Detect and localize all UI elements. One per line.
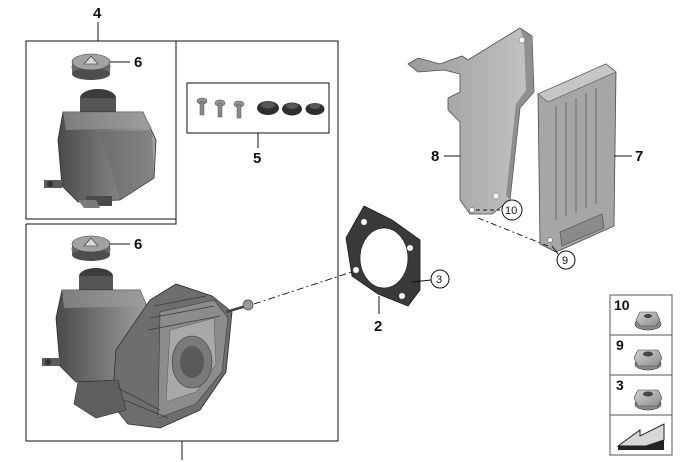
fastener-key: 10 9 3	[609, 294, 673, 456]
brake-booster	[73, 283, 254, 429]
assembly-line-rod	[253, 265, 371, 305]
callout-10[interactable]: 10	[505, 205, 517, 217]
callout-4[interactable]: 4	[93, 5, 102, 22]
module-fins	[555, 88, 597, 220]
callout-6b[interactable]: 6	[134, 236, 142, 253]
callout-9[interactable]: 9	[562, 255, 568, 267]
flange-nut-icon	[634, 311, 662, 331]
assembly-line-bracket	[477, 217, 549, 247]
callout-3-leader	[411, 279, 432, 283]
group-4-reservoir: 4 6	[25, 5, 177, 220]
grommet-1	[257, 101, 279, 115]
collar-nut-icon	[633, 389, 663, 411]
key-row-9[interactable]: 9	[609, 334, 673, 376]
hex-nut-icon	[633, 349, 663, 371]
screw-1	[196, 97, 208, 116]
group-5-fasteners: 5	[186, 82, 330, 167]
bracket	[407, 27, 535, 215]
grommet-3	[305, 103, 325, 115]
screw-2	[214, 99, 226, 118]
main-assembly-frame	[25, 40, 339, 442]
key-row-3[interactable]: 3	[609, 374, 673, 416]
reservoir-cap	[71, 53, 111, 80]
main-assembly: 6	[25, 40, 339, 460]
callout-9-circle[interactable]	[556, 250, 576, 270]
reservoir-cap-lower	[71, 235, 111, 261]
callout-5[interactable]: 5	[253, 150, 261, 167]
grommet-2	[282, 102, 302, 116]
control-module	[537, 63, 617, 253]
callout-3-circle[interactable]	[430, 269, 450, 289]
callout-2[interactable]: 2	[374, 318, 382, 335]
callout-6a[interactable]: 6	[134, 54, 142, 71]
callout-10-circle[interactable]	[501, 199, 523, 221]
reservoir-tank	[44, 89, 157, 208]
key-row-10[interactable]: 10	[609, 294, 673, 336]
key-label-9: 9	[616, 337, 624, 353]
key-label-3: 3	[616, 377, 624, 393]
push-rod-ball	[242, 299, 254, 311]
key-row-symbol	[609, 414, 673, 456]
callout-3[interactable]: 3	[436, 274, 442, 286]
screw-3	[233, 100, 245, 119]
key-label-10: 10	[614, 297, 630, 313]
booster-ribs	[117, 295, 221, 419]
callout-8[interactable]: 8	[431, 148, 439, 165]
gasket	[345, 205, 421, 307]
callout-7[interactable]: 7	[635, 148, 643, 165]
callout-9-leader	[551, 245, 559, 255]
push-rod	[225, 304, 247, 314]
